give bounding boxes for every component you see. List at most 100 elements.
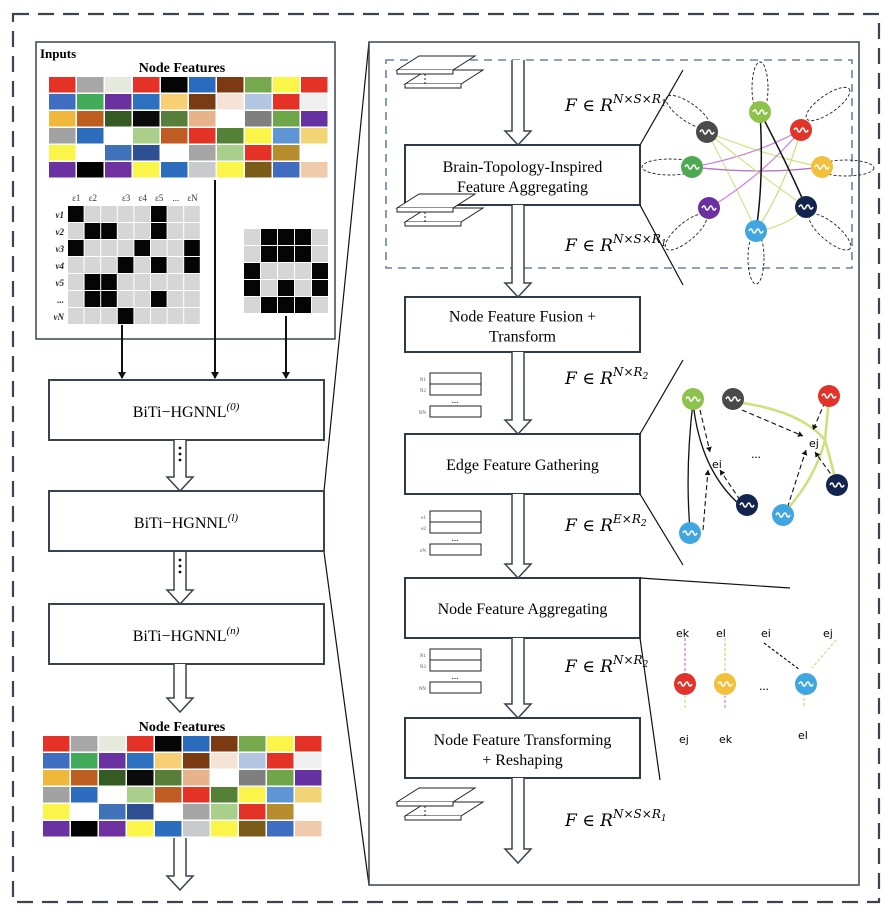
tensor-slab-icon (395, 193, 485, 227)
incidence-cell (68, 257, 84, 273)
incidence-cell (134, 308, 150, 324)
matrix-row-label: NN (419, 411, 427, 416)
hyperedge-line (691, 166, 823, 172)
incidence-cell (167, 206, 184, 222)
wave-icon (699, 129, 715, 135)
matrix-row-label: N2 (420, 665, 427, 670)
funnel-line (639, 493, 684, 566)
tensor-slab-icon (395, 55, 485, 89)
wave-icon (775, 512, 791, 518)
pattern-cell (312, 229, 328, 245)
feature-cell (211, 753, 238, 769)
matrix-row (429, 648, 482, 661)
matrix-row-label: N1 (420, 654, 427, 659)
funnel-line (639, 577, 791, 589)
step-box-3 (404, 577, 641, 639)
incidence-cell (117, 223, 134, 239)
incidence-cell (151, 308, 167, 324)
feature-cell (239, 770, 266, 786)
feature-cell (49, 128, 76, 144)
formula-base: F ∈ R (564, 516, 613, 536)
arrow-step0-to-step1 (503, 205, 533, 299)
layer-label: BiTi−HGNNL(l) (134, 512, 239, 532)
feature-cell (161, 128, 188, 144)
edge-label-ej: ej (809, 437, 819, 450)
agg-label: ej (679, 733, 689, 746)
feature-cell (267, 753, 294, 769)
output-node-feature-grid (43, 736, 322, 837)
wave-icon (748, 228, 764, 234)
feature-cell (127, 787, 154, 803)
feature-cell (71, 821, 98, 837)
feature-cell (133, 162, 160, 178)
graph-node (696, 121, 718, 143)
feature-cell (49, 111, 76, 127)
matrix-row (429, 510, 482, 523)
feature-cell (267, 804, 294, 820)
incidence-cell (184, 223, 200, 239)
graph-node (749, 101, 771, 123)
incidence-cell (101, 223, 117, 239)
feature-cell (301, 162, 328, 178)
arrow-step4-out (503, 778, 533, 865)
feature-cell (155, 804, 182, 820)
feature-cell (273, 94, 300, 110)
feature-cell (217, 162, 244, 178)
graph-node (818, 385, 840, 407)
feature-cell (77, 94, 104, 110)
pattern-cell (278, 229, 294, 245)
wave-icon (739, 502, 755, 508)
arrow-layer0-to-layerl (165, 440, 195, 493)
ellipsis-dot (178, 564, 182, 568)
pattern-cell (261, 263, 277, 279)
incidence-cell (134, 240, 150, 256)
aggregate-arrow (763, 642, 801, 671)
pattern-cell (244, 297, 260, 313)
gather-arrow (812, 401, 826, 431)
feature-cell (183, 821, 210, 837)
feature-cell (99, 753, 126, 769)
slab-top (395, 787, 477, 803)
feature-cell (211, 804, 238, 820)
feature-cell (267, 770, 294, 786)
formula-sub: 1 (661, 239, 667, 249)
ellipsis-dot (178, 570, 182, 574)
self-loop (805, 86, 851, 122)
formula-sup: E×R (612, 512, 641, 526)
zoom-line-bottom (323, 551, 370, 886)
hyperedge-line (708, 129, 802, 209)
feature-cell (295, 821, 322, 837)
feature-cell (273, 77, 300, 93)
zoom-line-top (323, 41, 370, 492)
feature-cell (239, 821, 266, 837)
graph-node (795, 673, 817, 695)
feature-cell (273, 111, 300, 127)
wave-icon (684, 164, 700, 170)
slab-bottom-edge (404, 84, 462, 89)
incidence-cell (151, 223, 167, 239)
arrow-into-step0 (503, 60, 533, 147)
step-label-line1: Node Feature Transforming (434, 732, 612, 749)
pattern-cell (295, 246, 311, 262)
incidence-col-label: ... (173, 193, 180, 203)
incidence-cell (68, 206, 84, 222)
feature-cell (239, 736, 266, 752)
feature-cell (49, 145, 76, 161)
matrix-row-label: N1 (420, 378, 427, 383)
incidence-cell (84, 257, 101, 273)
layer-box-border (48, 379, 325, 441)
step-label-line1: Node Feature Fusion + (449, 309, 596, 326)
pattern-cell (295, 263, 311, 279)
pattern-cell (278, 297, 294, 313)
graph-node (679, 522, 701, 544)
edge-gathering-graph: eiej... (679, 385, 848, 544)
feature-cell (71, 787, 98, 803)
incidence-col-label: ε3 (122, 193, 131, 203)
incidence-cell (84, 240, 101, 256)
feature-cell (77, 111, 104, 127)
input-node-feature-grid (49, 77, 328, 178)
layer-label-base: BiTi−HGNNL (133, 628, 227, 645)
incidence-cell (151, 291, 167, 307)
feature-cell (99, 804, 126, 820)
formula-base: F ∈ R (564, 657, 613, 677)
